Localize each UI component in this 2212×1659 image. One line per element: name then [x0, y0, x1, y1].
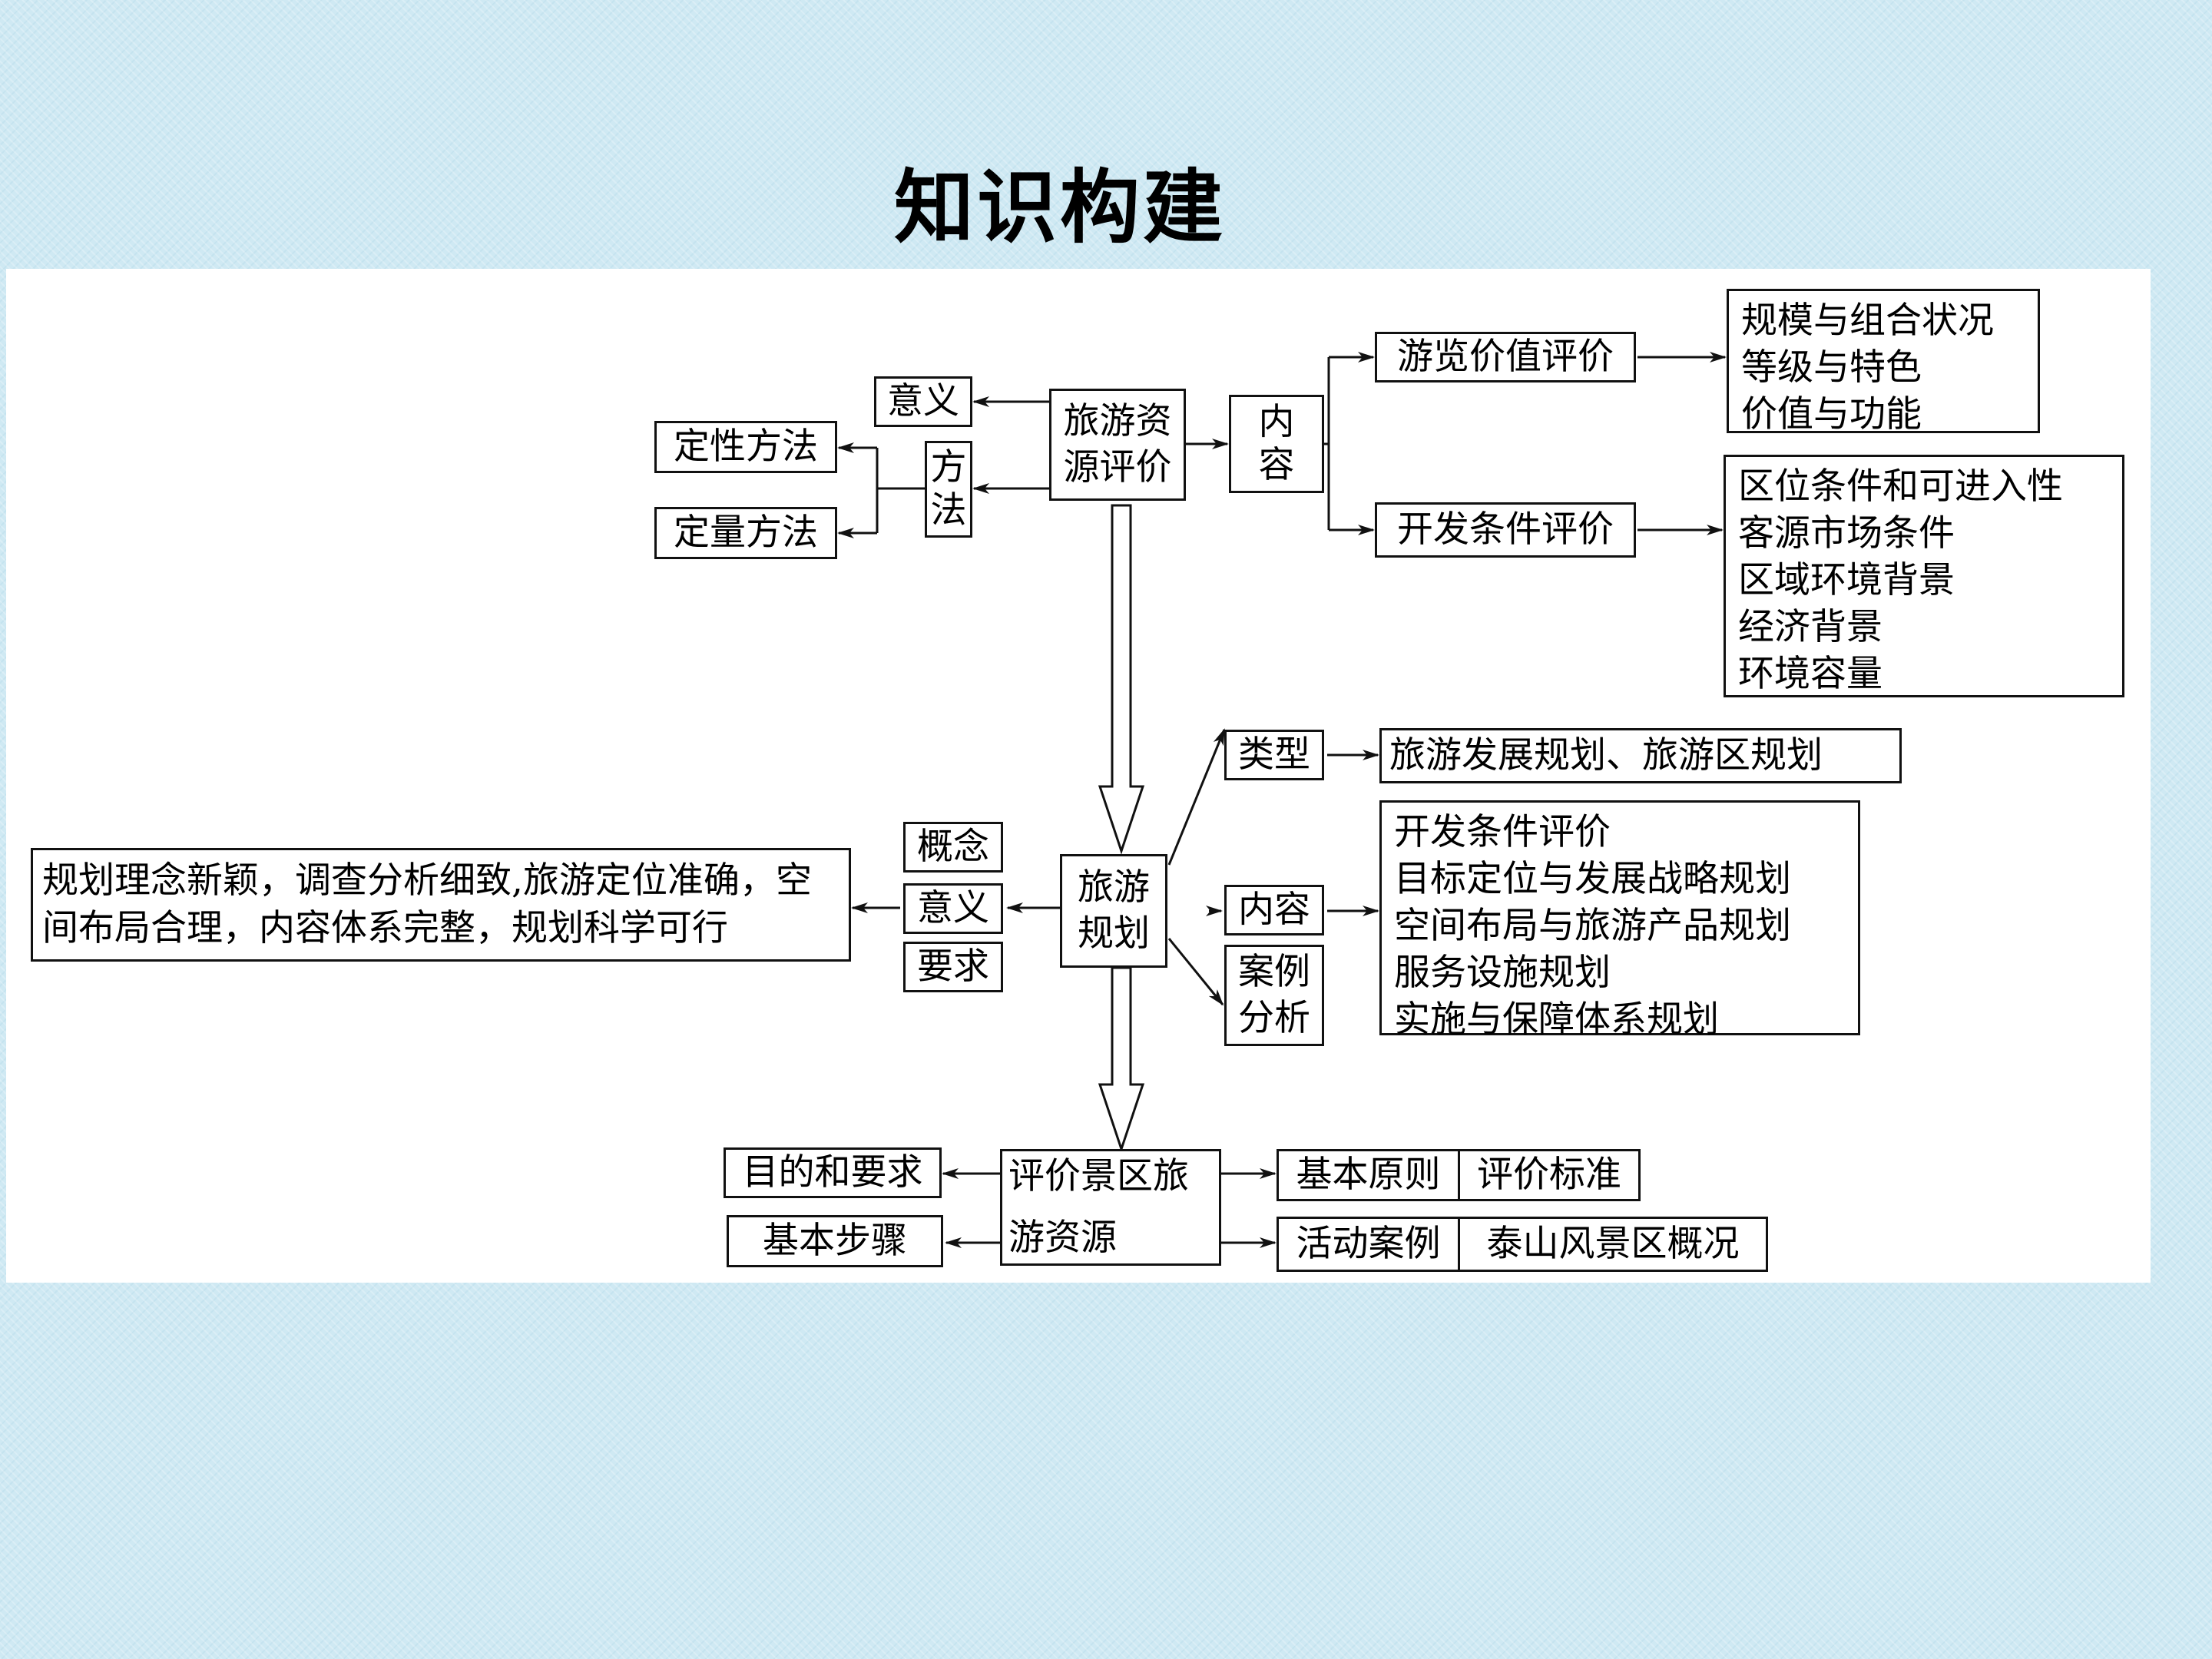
list-item: 服务设施规划	[1394, 952, 1611, 994]
requirements-text-box: 规划理念新颖，调查分析细致,旅游定位准确，空间布局合理，内容体系完整，规划科学可…	[31, 848, 851, 962]
scenic-evaluation-box: 评价景区旅游资源	[1000, 1149, 1221, 1266]
basic-steps-label: 基本步骤	[763, 1220, 907, 1262]
basic-steps-box: 基本步骤	[727, 1215, 943, 1267]
development-conditions-box: 开发条件评价	[1375, 502, 1636, 558]
qualitative-method-label: 定性方法	[674, 426, 818, 468]
flow-arrow-down	[1098, 504, 1145, 855]
list-item: 规模与组合状况	[1741, 300, 1994, 342]
planning-content-items-list: 开发条件评价 目标定位与发展战略规划 空间布局与旅游产品规划 服务设施规划 实施…	[1379, 800, 1860, 1041]
list-item: 目标定位与发展战略规划	[1394, 858, 1791, 900]
purpose-label: 目的和要求	[742, 1151, 923, 1194]
significance-box: 意义	[874, 376, 972, 427]
case-analysis-label: 案例分析	[1238, 951, 1310, 1039]
principles-standards-box: 基本原则 评价标准	[1277, 1149, 1641, 1201]
types-box: 类型	[1224, 730, 1324, 780]
list-item: 价值与功能	[1741, 393, 1922, 435]
list-item: 环境容量	[1738, 653, 1883, 695]
case-analysis-box: 案例分析	[1224, 945, 1324, 1046]
tourism-planning-label: 旅游规划	[1078, 866, 1150, 955]
requirements-label: 要求	[917, 945, 989, 988]
quantitative-method-label: 定量方法	[674, 512, 818, 554]
list-item: 实施与保障体系规划	[1394, 998, 1719, 1041]
qualitative-method-box: 定性方法	[654, 421, 837, 473]
tourism-planning-box: 旅游规划	[1060, 854, 1167, 968]
activity-case-cell: 活动案例	[1279, 1219, 1460, 1270]
tourism-resource-evaluation-label: 旅游资源评价	[1063, 400, 1172, 488]
basic-principles-cell: 基本原则	[1279, 1151, 1460, 1199]
evaluation-content-box: 内容	[1229, 395, 1324, 493]
tourism-resource-evaluation-box: 旅游资源评价	[1049, 389, 1186, 501]
list-item: 客源市场条件	[1738, 512, 1955, 555]
tour-value-evaluation-label: 游览价值评价	[1397, 336, 1614, 378]
activity-case-box: 活动案例 泰山风景区概况	[1277, 1217, 1768, 1272]
method-label: 方法	[930, 446, 967, 531]
list-item: 开发条件评价	[1394, 811, 1611, 853]
requirements-text: 规划理念新颖，调查分析细致,旅游定位准确，空间布局合理，内容体系完整，规划科学可…	[42, 859, 812, 949]
planning-content-box: 内容	[1224, 885, 1324, 935]
purpose-box: 目的和要求	[724, 1147, 942, 1198]
types-label: 类型	[1238, 733, 1310, 776]
concept-label: 概念	[917, 826, 989, 868]
planning-significance-label: 意义	[917, 887, 989, 929]
list-item: 等级与特色	[1741, 346, 1922, 389]
evaluation-standards-cell: 评价标准	[1477, 1154, 1621, 1196]
planning-significance-box: 意义	[903, 883, 1003, 934]
quantitative-method-box: 定量方法	[654, 507, 837, 559]
planning-content-label: 内容	[1238, 889, 1310, 931]
evaluation-content-label: 内容	[1258, 401, 1295, 486]
types-text-box: 旅游发展规划、旅游区规划	[1379, 728, 1902, 783]
method-box: 方法	[925, 441, 972, 538]
types-text: 旅游发展规划、旅游区规划	[1389, 734, 1823, 777]
development-conditions-items-list: 区位条件和可进入性 客源市场条件 区域环境背景 经济背景 环境容量	[1724, 455, 2124, 697]
list-item: 区域环境背景	[1738, 559, 1955, 601]
significance-label: 意义	[887, 380, 959, 422]
tour-value-evaluation-box: 游览价值评价	[1375, 332, 1636, 382]
tour-value-items-list: 规模与组合状况 等级与特色 价值与功能	[1727, 289, 2040, 435]
list-item: 空间布局与旅游产品规划	[1394, 905, 1791, 947]
page-title: 知识构建	[893, 161, 1226, 254]
taishan-overview-cell: 泰山风景区概况	[1486, 1223, 1740, 1265]
requirements-box: 要求	[903, 942, 1003, 992]
flow-arrow-down	[1098, 966, 1145, 1153]
scenic-evaluation-label: 评价景区旅游资源	[1008, 1155, 1189, 1259]
list-item: 经济背景	[1738, 606, 1883, 648]
list-item: 区位条件和可进入性	[1738, 465, 2063, 508]
concept-box: 概念	[903, 822, 1003, 873]
development-conditions-label: 开发条件评价	[1397, 508, 1614, 551]
